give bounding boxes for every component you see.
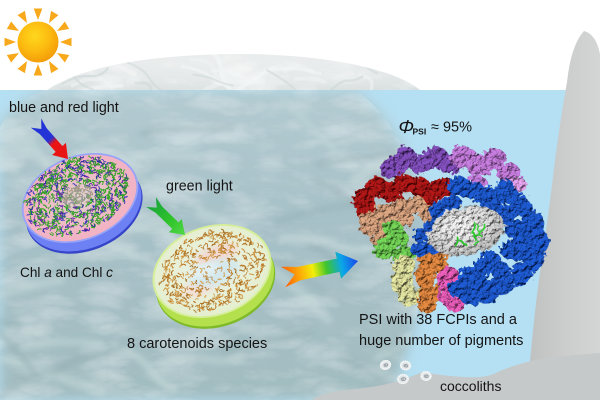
svg-text:8 carotenoids species: 8 carotenoids species xyxy=(127,336,267,352)
svg-text:blue and red light: blue and red light xyxy=(9,100,119,116)
svg-text:green light: green light xyxy=(166,179,233,195)
svg-text:≈ 95%: ≈ 95% xyxy=(431,120,472,136)
svg-text:Φ: Φ xyxy=(398,116,415,137)
svg-text:huge number of pigments: huge number of pigments xyxy=(359,333,523,349)
svg-text:PSI: PSI xyxy=(413,127,427,137)
svg-text:PSI with 38 FCPIs and a: PSI with 38 FCPIs and a xyxy=(359,312,518,328)
svg-text:coccoliths: coccoliths xyxy=(440,378,501,394)
svg-text:Chl a and Chl c: Chl a and Chl c xyxy=(20,265,113,280)
